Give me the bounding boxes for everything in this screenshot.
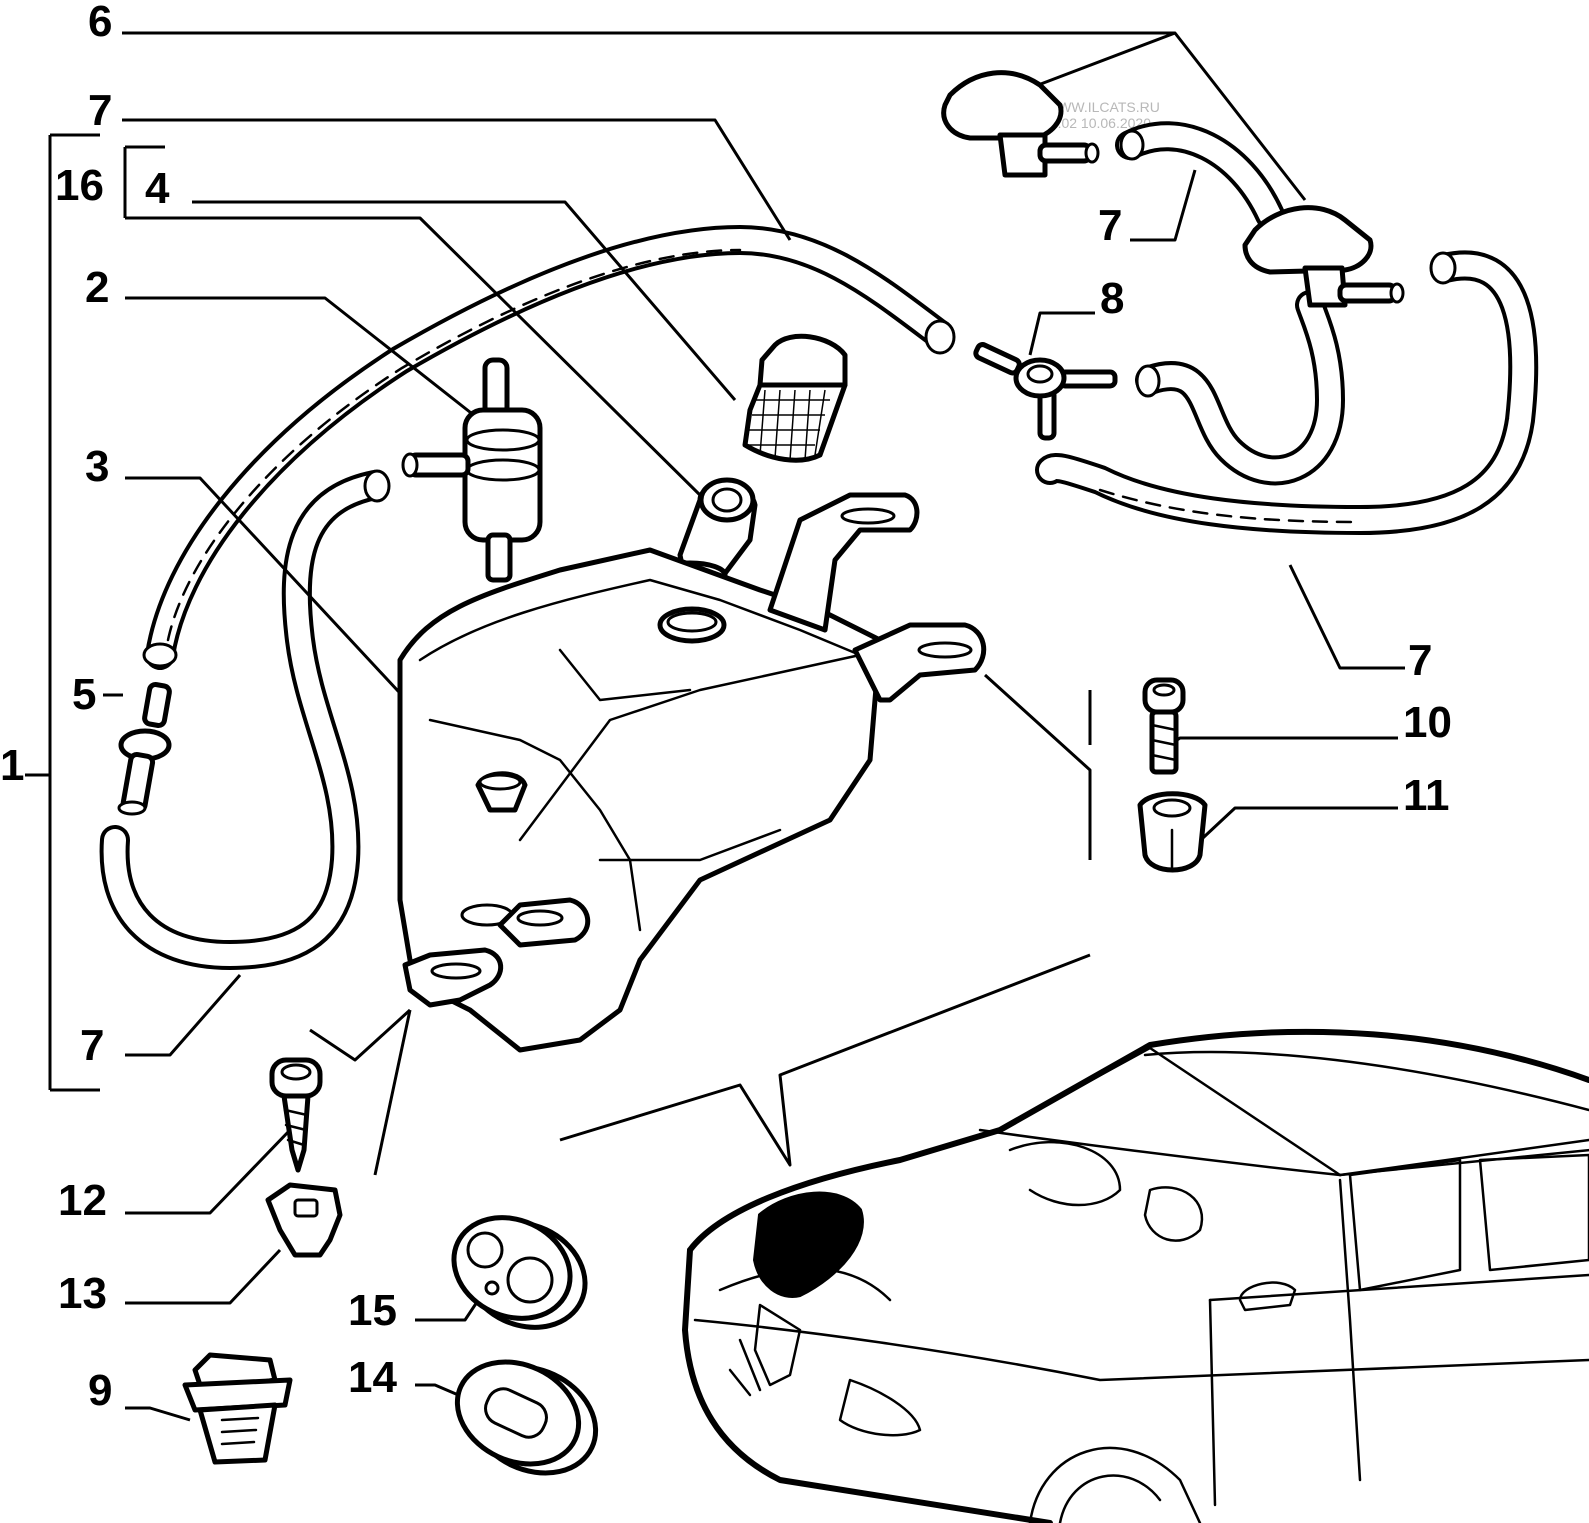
callout-11: 11: [1403, 771, 1450, 820]
callout-4: 4: [145, 164, 170, 213]
watermark: WWW.ILCATS.RU 17:02 10.06.2020: [1042, 99, 1160, 131]
hose-right-loop: [1135, 290, 1345, 486]
callout-5: 5: [72, 670, 96, 719]
clip-9: [182, 1352, 293, 1465]
callout-6: 6: [88, 0, 112, 46]
callout-14: 14: [348, 1353, 397, 1402]
clip-13: [265, 1182, 343, 1258]
callout-16: 16: [55, 161, 104, 210]
washer-nozzle-upper: [941, 70, 1100, 178]
callout-2: 2: [85, 263, 109, 312]
callout-12: 12: [58, 1176, 107, 1225]
callout-7-right-top: 7: [1098, 201, 1122, 250]
clip-11: [1137, 791, 1208, 873]
hoses: [99, 121, 1539, 970]
hose-right-outer: [1035, 250, 1539, 535]
screw-12: [269, 1057, 323, 1173]
watermark-timestamp: 17:02 10.06.2020: [1042, 115, 1151, 131]
bolt-10: [1142, 677, 1186, 775]
callout-1: 1: [0, 741, 24, 790]
leader-lines: [25, 31, 1405, 1422]
washer-pump: [401, 357, 543, 760]
hose-connector: [117, 682, 172, 816]
callout-7-left: 7: [80, 1021, 104, 1070]
grommet-15: [451, 1215, 588, 1330]
callout-15: 15: [348, 1286, 397, 1335]
hose-top-right: [1115, 121, 1285, 230]
callout-7-top: 7: [88, 86, 112, 135]
tee-connector: [973, 342, 1118, 441]
callout-10: 10: [1403, 698, 1452, 747]
callout-8: 8: [1100, 274, 1124, 323]
watermark-site: WWW.ILCATS.RU: [1045, 99, 1160, 115]
filter-strainer: [742, 333, 848, 463]
tank-brackets: [402, 492, 987, 1008]
washer-nozzle-lower: [1242, 205, 1405, 308]
callout-9: 9: [88, 1366, 112, 1415]
callout-3: 3: [85, 442, 109, 491]
hose-left-loop: [99, 469, 391, 970]
callout-labels: 6 7 16 4 2 3 5 1 7 7 8 7 10 11 12 13 15 …: [0, 0, 1452, 1415]
callout-13: 13: [58, 1269, 107, 1318]
car-outline: [682, 1028, 1589, 1523]
callout-7-right-bottom: 7: [1408, 636, 1432, 685]
filler-neck: [652, 477, 758, 590]
grommet-14: [454, 1359, 599, 1476]
hose-upper-long: [142, 225, 956, 670]
